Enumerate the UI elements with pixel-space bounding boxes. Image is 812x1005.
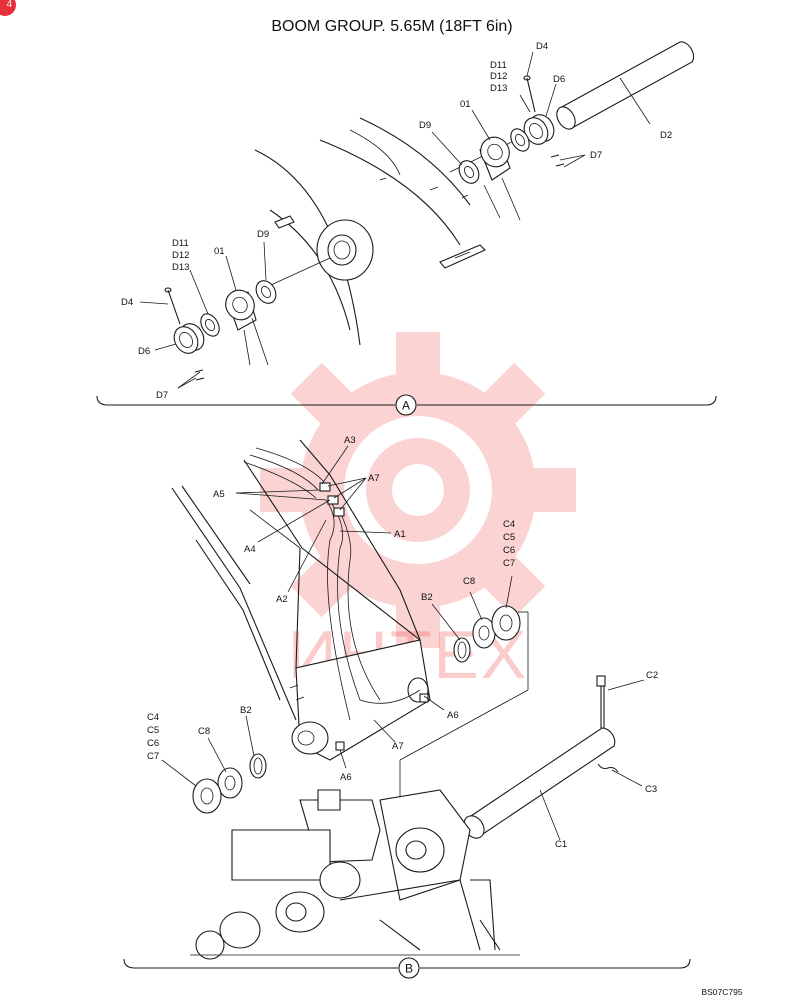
corner-badge: 4 — [0, 0, 16, 16]
label-01-right: 01 — [460, 99, 471, 110]
label-a2: A2 — [276, 594, 288, 605]
label-a7-top: A7 — [368, 473, 380, 484]
label-c5-left: C5 — [147, 725, 159, 736]
label-a7-bottom: A7 — [392, 741, 404, 752]
label-c7-right: C7 — [503, 558, 515, 569]
section-a-labels: D4 D11 D12 D13 D6 D2 D7 D9 01 D11 D12 D1… — [121, 41, 672, 401]
collar-d6-left — [173, 323, 205, 354]
label-c4-right: C4 — [503, 519, 515, 530]
label-c3: C3 — [645, 784, 657, 795]
bolt-c2 — [596, 675, 606, 728]
label-c4-left: C4 — [147, 712, 159, 723]
bushing-01-left — [225, 289, 257, 331]
ring-b2-right — [453, 637, 471, 663]
label-c6-left: C6 — [147, 738, 159, 749]
shim-d11-left — [200, 313, 220, 337]
section-a-bracket: A — [96, 394, 717, 416]
label-a6-left: A6 — [340, 772, 352, 783]
bushing-01-right — [479, 136, 511, 181]
label-d9-right: D9 — [419, 120, 431, 131]
label-d4-right: D4 — [536, 41, 548, 52]
plate-c7-right — [491, 605, 521, 641]
figure-code: BS07C795 — [701, 987, 742, 997]
pin-c1 — [463, 727, 616, 839]
label-d7-left: D7 — [156, 390, 168, 401]
section-b-marker: B — [405, 962, 413, 976]
label-d4-left: D4 — [121, 297, 133, 308]
label-d6-right: D6 — [553, 74, 565, 85]
label-c5-right: C5 — [503, 532, 515, 543]
label-d11-left: D11 — [172, 238, 189, 249]
label-c6-right: C6 — [503, 545, 515, 556]
label-b2-left: B2 — [240, 705, 252, 716]
label-a6-right: A6 — [447, 710, 459, 721]
label-01-left: 01 — [214, 246, 225, 257]
plate-c7-left — [192, 778, 222, 814]
label-c2: C2 — [646, 670, 658, 681]
shim-d11-right — [510, 128, 530, 152]
label-a5: A5 — [213, 489, 225, 500]
label-d13-left: D13 — [172, 262, 189, 273]
label-a4: A4 — [244, 544, 256, 555]
label-d9-left: D9 — [257, 229, 269, 240]
label-d12-left: D12 — [172, 250, 189, 261]
label-d7-right: D7 — [590, 150, 602, 161]
label-a1: A1 — [394, 529, 406, 540]
watermark-gear — [260, 332, 576, 648]
label-d6-left: D6 — [138, 346, 150, 357]
label-c8-right: C8 — [463, 576, 475, 587]
section-b-labels: A3 A7 A5 A4 A1 A2 B2 C8 C4 C5 C6 C7 A6 A… — [147, 435, 658, 850]
label-d12-right: D12 — [490, 71, 507, 82]
label-c1: C1 — [555, 839, 567, 850]
collar-d6-right — [523, 114, 555, 145]
section-a-drawing — [139, 41, 695, 389]
label-c8-left: C8 — [198, 726, 210, 737]
label-d11-right: D11 — [490, 60, 507, 71]
section-a-marker: A — [402, 399, 410, 413]
label-d13-right: D13 — [490, 83, 507, 94]
washer-d9-left — [255, 280, 277, 304]
plate-c8-left — [217, 767, 243, 799]
diagram-title: BOOM GROUP. 5.65M (18FT 6in) — [271, 18, 512, 35]
ring-b2-left — [249, 753, 267, 779]
pin-d2 — [556, 41, 695, 130]
section-b-drawing — [161, 439, 645, 960]
label-a3: A3 — [344, 435, 356, 446]
section-b-bracket: B — [123, 957, 691, 979]
label-b2-right: B2 — [421, 592, 433, 603]
label-c7-left: C7 — [147, 751, 159, 762]
washer-d9-right — [458, 160, 480, 184]
label-d2: D2 — [660, 130, 672, 141]
